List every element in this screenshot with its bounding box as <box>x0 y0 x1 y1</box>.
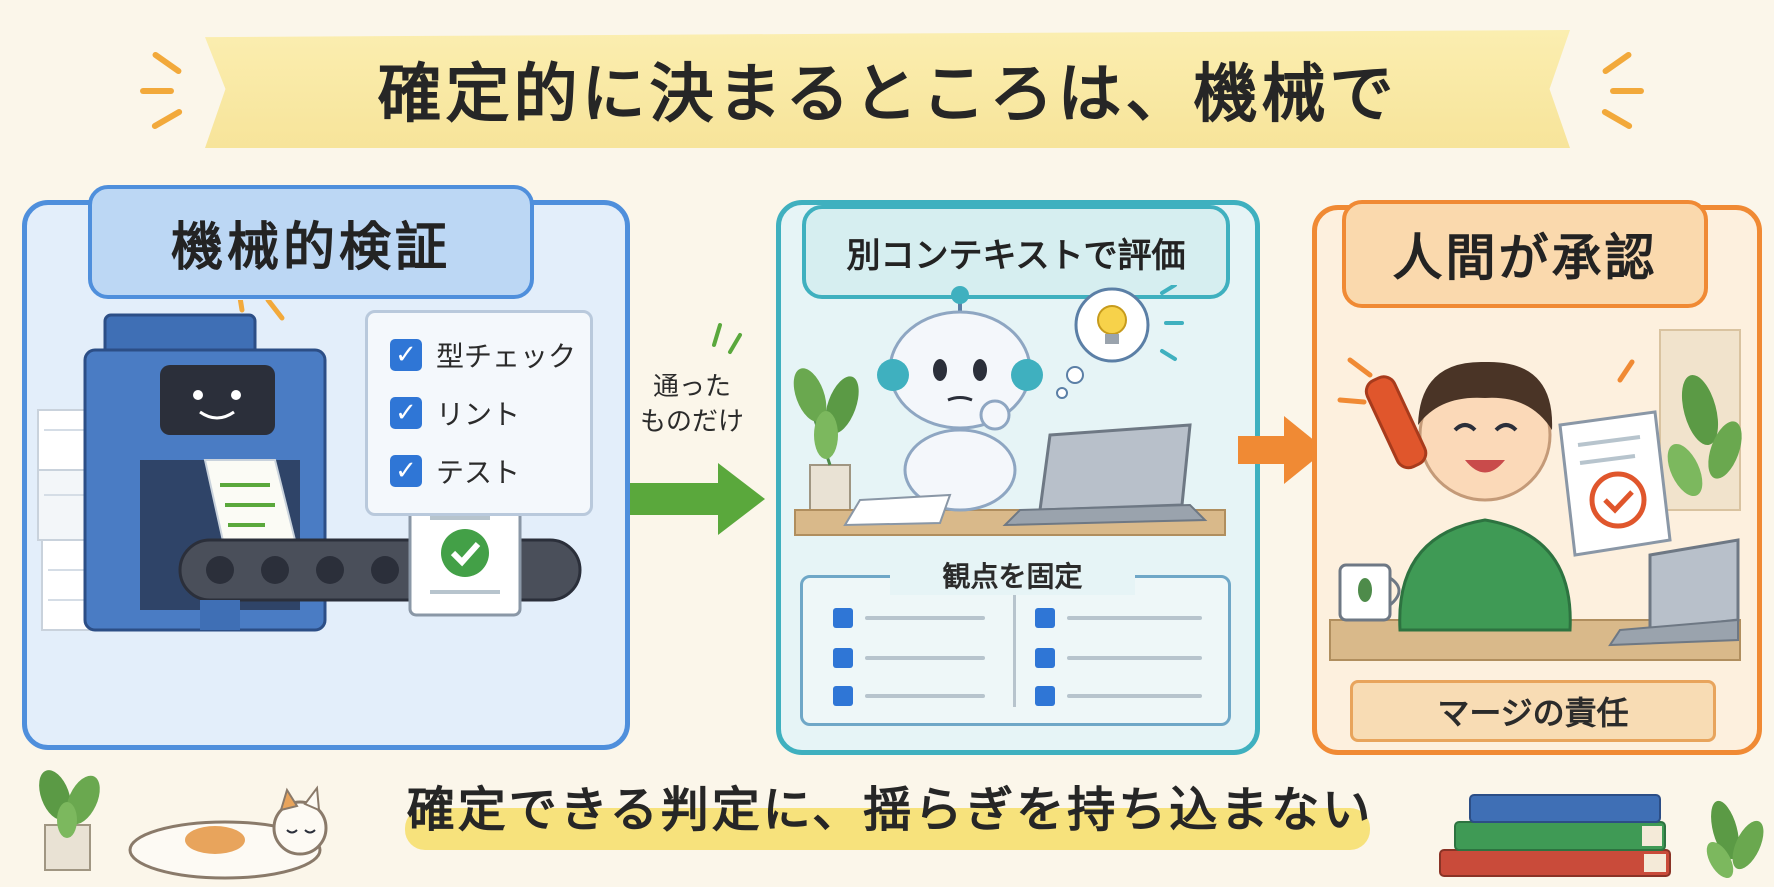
spark-decoration <box>1610 88 1644 94</box>
books-and-plant-illustration <box>1439 794 1764 879</box>
spark-decoration <box>150 107 184 131</box>
laptop-icon <box>1002 423 1208 527</box>
title-banner <box>205 30 1570 148</box>
mug-icon <box>1338 563 1401 622</box>
stamp-icon <box>1364 375 1428 470</box>
tagline-highlight <box>405 808 1370 850</box>
spark-decoration <box>712 323 742 354</box>
arrow-label: 通った ものだけ <box>639 372 744 438</box>
checkbox-checked-icon: ✓ <box>390 455 422 487</box>
viewpoint-label: 観点を固定 <box>890 555 1135 595</box>
plant-icon <box>39 770 100 871</box>
checklist-item: ✓ リント <box>390 393 520 433</box>
checklist-card: ✓ 型チェック ✓ リント ✓ テスト <box>365 310 593 516</box>
spark-decoration <box>1600 107 1634 131</box>
panel-heading: 機械的検証 <box>88 185 534 299</box>
plant-icon <box>1706 800 1764 879</box>
green-arrow-icon <box>630 463 765 535</box>
lightbulb-icon <box>1056 285 1184 399</box>
checklist-item: ✓ テスト <box>390 451 520 491</box>
checkbox-checked-icon: ✓ <box>390 339 422 371</box>
books-icon <box>1439 794 1671 877</box>
spark-decoration <box>1601 50 1633 76</box>
checklist-item: ✓ 型チェック <box>390 335 576 375</box>
laptop-icon <box>1608 538 1740 647</box>
person-icon <box>1398 361 1572 632</box>
viewpoint-card <box>800 575 1231 726</box>
check-circle-icon <box>1558 410 1672 557</box>
checkbox-checked-icon: ✓ <box>390 397 422 429</box>
spark-decoration <box>140 88 174 94</box>
panel-heading: 人間が承認 <box>1342 200 1708 308</box>
spark-decoration <box>151 50 183 76</box>
page-title: 確定的に決まるところは、機械で <box>377 58 1398 132</box>
robot-illustration <box>793 285 1226 536</box>
plant-icon <box>793 368 859 511</box>
robot-icon <box>877 286 1043 512</box>
cat-icon <box>128 785 328 880</box>
plant-icon <box>1667 374 1742 497</box>
cat-and-plant-illustration <box>39 770 328 880</box>
machine-illustration <box>37 300 582 632</box>
tagline: 確定できる判定に、揺らぎを持ち込まない <box>406 782 1374 838</box>
human-illustration <box>1329 329 1742 661</box>
merge-responsibility-label: マージの責任 <box>1350 680 1716 742</box>
panel-heading: 別コンテキストで評価 <box>802 205 1230 299</box>
orange-arrow-icon <box>1238 416 1326 484</box>
